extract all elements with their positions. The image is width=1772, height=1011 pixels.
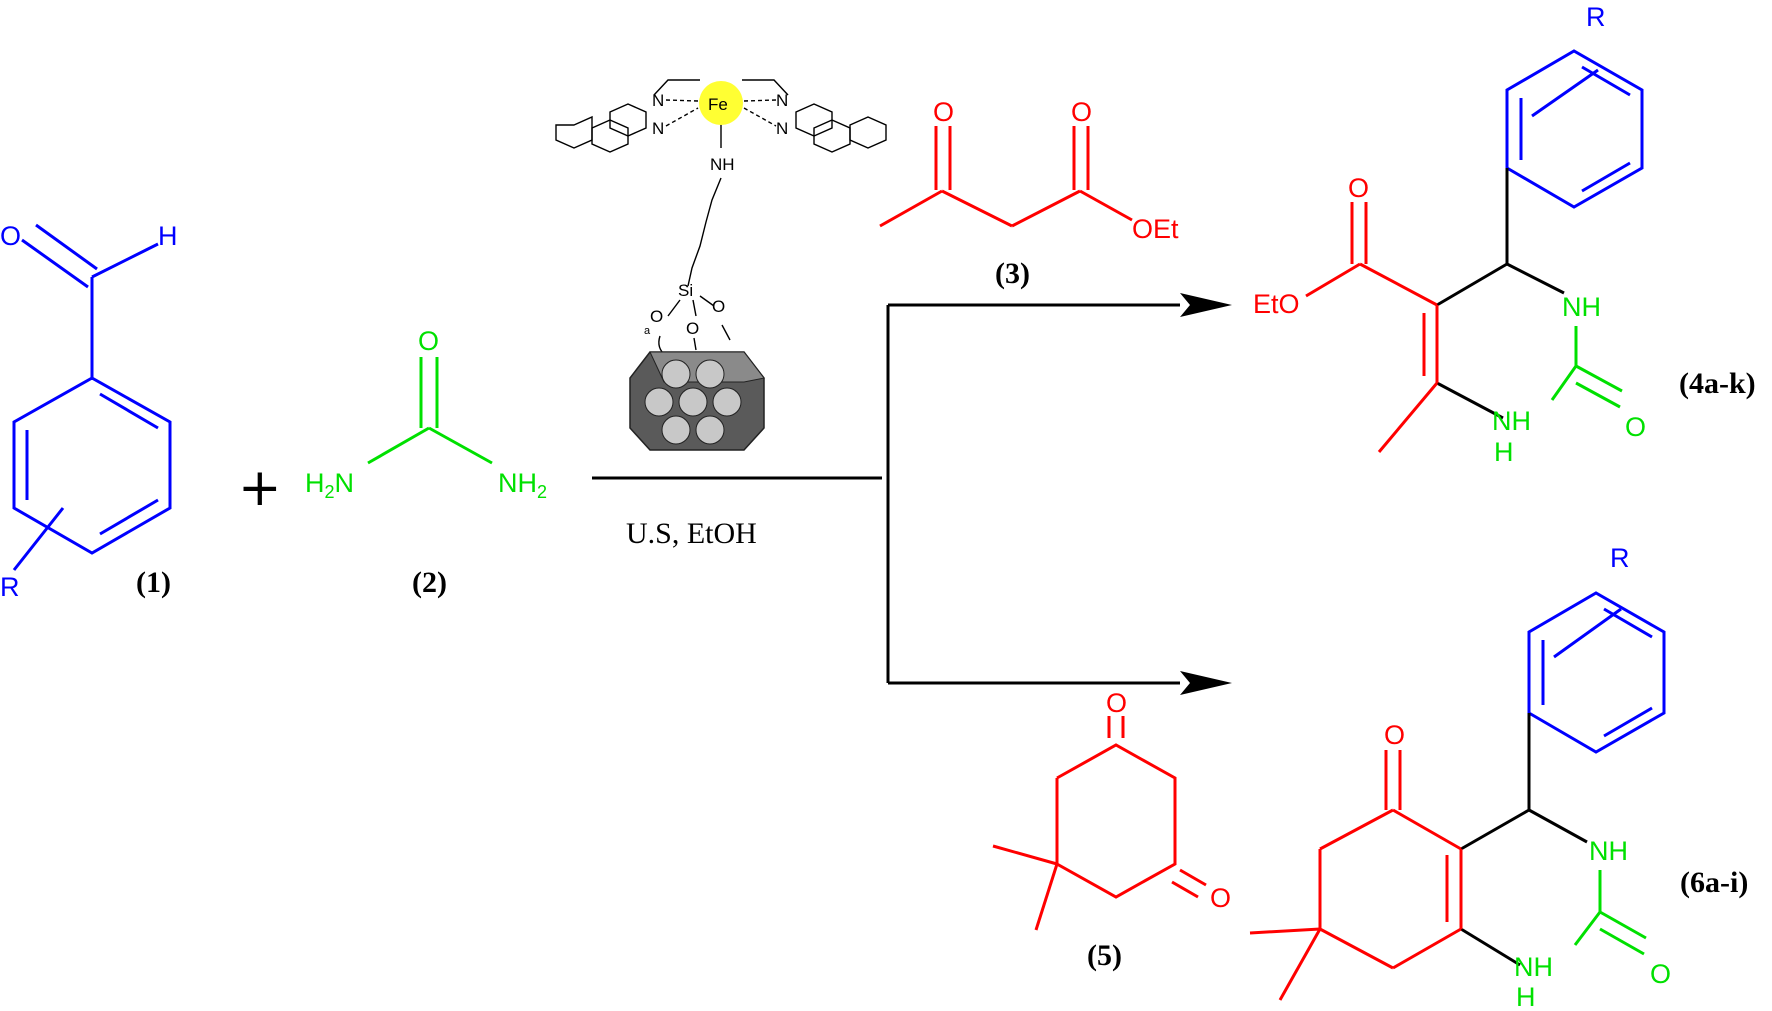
atom-h2n: H2N xyxy=(305,468,354,502)
catalyst-atom-nh: NH xyxy=(710,155,735,174)
compound-5-dimedone xyxy=(992,716,1207,931)
catalyst-atom-o-3: O xyxy=(712,297,725,316)
silica-support xyxy=(629,351,765,451)
atom-o-3b: O xyxy=(1071,97,1092,127)
atom-r-1: R xyxy=(0,572,20,602)
catalyst-fe-complex xyxy=(555,79,887,357)
compound-label-5: (5) xyxy=(1087,939,1122,972)
atom-oet-3: OEt xyxy=(1132,214,1179,244)
compound-label-1: (1) xyxy=(136,566,171,599)
atom-o-5a: O xyxy=(1106,688,1127,718)
compound-3-ethyl-acetoacetate xyxy=(879,126,1133,228)
atom-h-6b: H xyxy=(1516,982,1536,1011)
arrowhead-bottom xyxy=(1180,671,1232,695)
atom-eto-4: EtO xyxy=(1253,289,1300,319)
compound-label-4: (4a-k) xyxy=(1679,367,1756,400)
catalyst-atom-n-3: N xyxy=(776,91,788,110)
compound-label-2: (2) xyxy=(412,566,447,599)
atom-r-6: R xyxy=(1610,543,1630,573)
reaction-arrows xyxy=(592,303,1180,685)
reaction-conditions: U.S, EtOH xyxy=(626,517,757,550)
atom-nh-6a: NH xyxy=(1589,836,1628,866)
atom-h-4b: H xyxy=(1494,437,1514,467)
compound-label-6: (6a-i) xyxy=(1680,866,1748,899)
atom-o-4a: O xyxy=(1348,173,1369,203)
catalyst-atom-fe: Fe xyxy=(708,95,728,114)
atom-o-6a: O xyxy=(1384,720,1405,750)
compound-6-product xyxy=(1249,591,1666,1001)
compound-4-product xyxy=(1305,49,1644,453)
atom-nh-4b: NH xyxy=(1492,406,1531,436)
catalyst-atom-o-1: O xyxy=(650,307,663,326)
atom-o-1: O xyxy=(0,221,21,251)
atom-o-5b: O xyxy=(1210,883,1231,913)
compound-1-benzaldehyde xyxy=(12,223,172,571)
atom-o-4b: O xyxy=(1625,412,1646,442)
arrowhead-top xyxy=(1180,293,1232,317)
fe-highlight xyxy=(699,81,743,125)
catalyst-atom-n-2: N xyxy=(652,119,664,138)
atom-o-3a: O xyxy=(933,97,954,127)
atom-h-1: H xyxy=(158,221,178,251)
catalyst-atom-n-4: N xyxy=(776,119,788,138)
catalyst-atom-si: Si xyxy=(678,281,693,300)
catalyst-atom-o-2: O xyxy=(686,319,699,338)
plus-sign: + xyxy=(238,458,282,518)
atom-nh2: NH2 xyxy=(498,468,547,502)
atom-r-4: R xyxy=(1586,2,1606,32)
atom-nh-6b: NH xyxy=(1514,952,1553,982)
atom-o-2: O xyxy=(418,326,439,356)
atom-nh-4a: NH xyxy=(1562,292,1601,322)
atom-o-6b: O xyxy=(1650,959,1671,989)
compound-label-3: (3) xyxy=(995,257,1030,290)
compound-2-urea xyxy=(367,357,493,465)
catalyst-atom-n-1: N xyxy=(652,91,664,110)
catalyst-atom-a: a xyxy=(644,325,651,337)
